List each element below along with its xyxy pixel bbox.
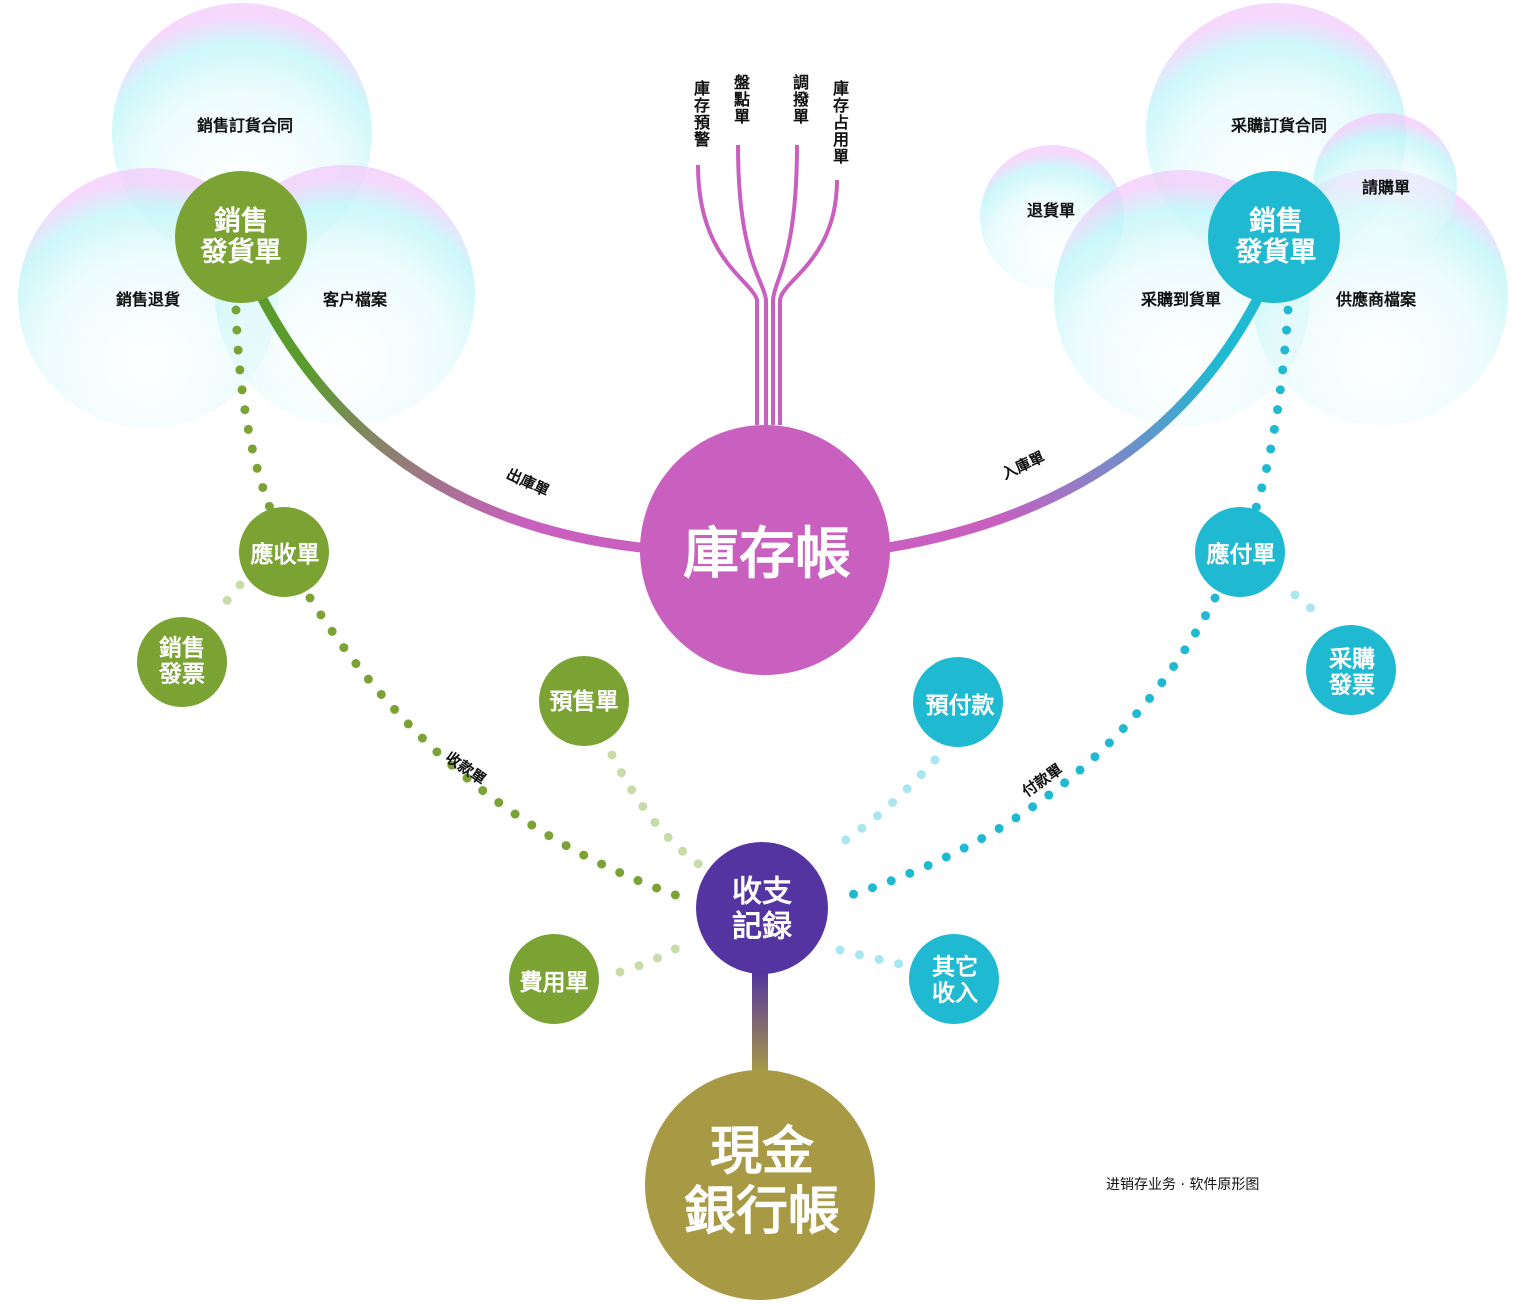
bank-ledger[interactable]: 現金 銀行帳: [683, 1122, 841, 1242]
bubble-label: 銷售退貨: [115, 290, 181, 309]
top-label: 調撥單: [790, 74, 809, 125]
node-sales-invoice[interactable]: 銷售 發票: [159, 635, 205, 688]
nodes: [137, 171, 1396, 1300]
bubble-label: 采購到貨單: [1140, 290, 1222, 309]
in-arc: [884, 295, 1263, 553]
top-label: 盤點單: [731, 74, 750, 125]
sales-delivery-hub[interactable]: 銷售 發貨單: [200, 205, 282, 268]
ledger-node[interactable]: 收支 記録: [732, 874, 792, 944]
top-branches: [696, 144, 839, 425]
node-purchase-invoice[interactable]: 采購 發票: [1329, 646, 1375, 699]
caption: 进销存业务 · 软件原形图: [1106, 1177, 1260, 1193]
node-receivable[interactable]: 應收單: [250, 541, 320, 568]
bubble-label: 供應商檔案: [1335, 290, 1417, 309]
bubble-label: 退貨單: [1026, 201, 1076, 220]
bubble-label: 請購單: [1361, 178, 1411, 197]
bubble-label: 客户檔案: [322, 290, 388, 309]
out-arc: [257, 295, 646, 553]
top-label: 庫存預警: [691, 80, 710, 148]
bubble-label: 銷售訂貨合同: [196, 116, 294, 135]
node-other-income[interactable]: 其它 收入: [932, 954, 978, 1007]
ledger-bank-link: [752, 972, 768, 1072]
inventory-ledger[interactable]: 庫存帳: [683, 521, 851, 587]
right-bubbles: [980, 3, 1508, 426]
node-payable[interactable]: 應付單: [1206, 541, 1276, 568]
node-presale[interactable]: 預售單: [549, 688, 619, 715]
purchase-hub[interactable]: 銷售 發貨單: [1235, 205, 1317, 268]
dotted-links: [210, 305, 1330, 977]
top-label: 庫存占用單: [830, 80, 849, 165]
node-prepay[interactable]: 預付款: [925, 692, 995, 719]
bubble-label: 采購訂貨合同: [1230, 116, 1328, 135]
node-expense[interactable]: 費用單: [519, 969, 589, 996]
